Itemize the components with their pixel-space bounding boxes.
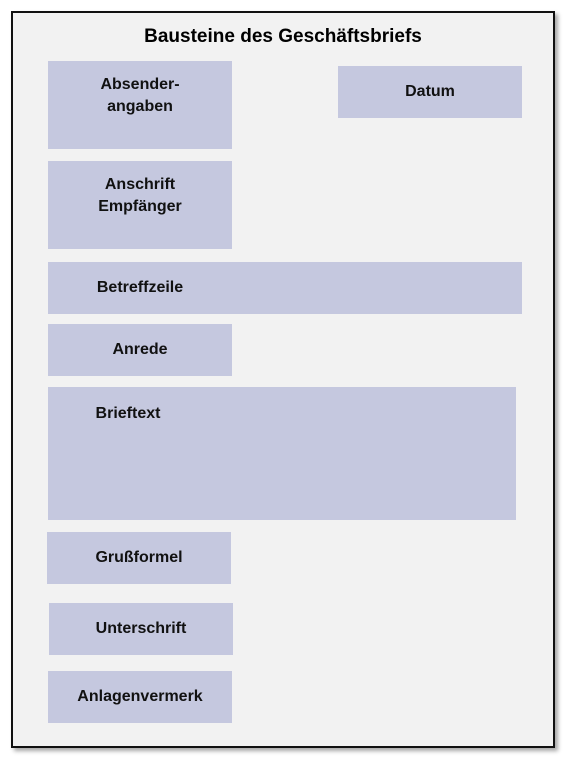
block-unterschrift: Unterschrift xyxy=(49,603,233,655)
block-brieftext: Brieftext xyxy=(48,387,516,520)
block-grussformel-label: Grußformel xyxy=(95,549,183,566)
block-betreffzeile: Betreffzeile xyxy=(48,262,522,314)
block-anschrift-line2: Empfänger xyxy=(98,198,182,215)
diagram-title: Bausteine des Geschäftsbriefs xyxy=(144,26,422,47)
block-anrede: Anrede xyxy=(48,324,232,376)
block-absenderangaben: Absender- angaben xyxy=(48,61,232,149)
block-datum: Datum xyxy=(338,66,522,118)
block-anschrift-line1: Anschrift xyxy=(104,176,176,193)
block-anrede-label: Anrede xyxy=(112,341,168,358)
block-absenderangaben-line2: angaben xyxy=(107,98,173,115)
block-unterschrift-label: Unterschrift xyxy=(95,620,187,637)
block-anschrift-empfaenger: Anschrift Empfänger xyxy=(48,161,232,249)
block-anlagenvermerk: Anlagenvermerk xyxy=(48,671,232,723)
diagram-frame: Bausteine des Geschäftsbriefs Absender- … xyxy=(11,11,555,748)
block-datum-label: Datum xyxy=(405,83,455,100)
block-grussformel: Grußformel xyxy=(47,532,231,584)
block-absenderangaben-line1: Absender- xyxy=(100,76,180,93)
block-brieftext-label: Brieftext xyxy=(95,405,161,422)
block-anlagenvermerk-label: Anlagenvermerk xyxy=(77,688,203,705)
block-betreffzeile-label: Betreffzeile xyxy=(96,279,184,296)
